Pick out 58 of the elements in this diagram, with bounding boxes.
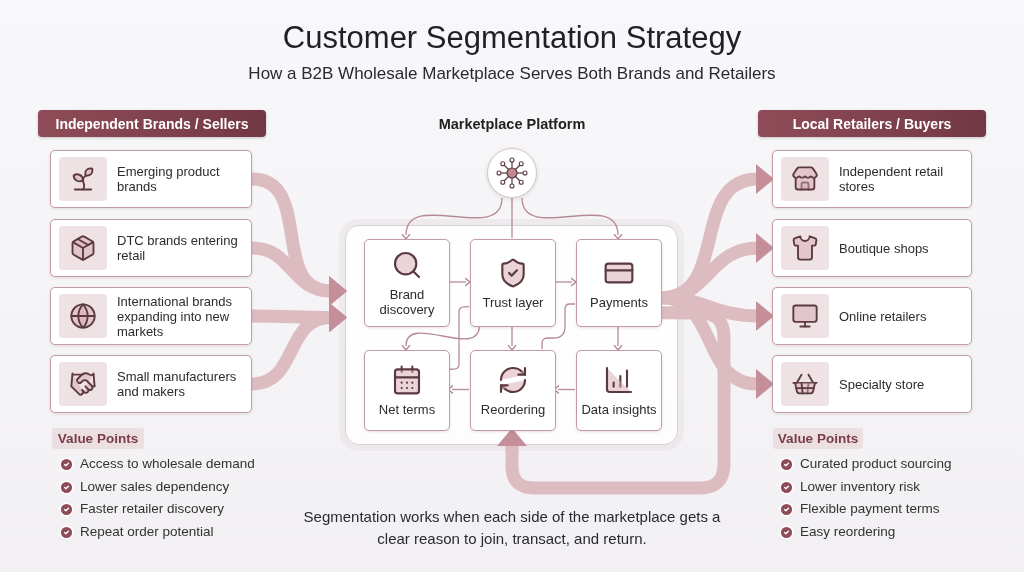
card-text: Specialty store [839, 376, 925, 392]
segment-card [50, 150, 252, 208]
card-text: Online retailers [839, 308, 927, 324]
segment-card [50, 219, 252, 277]
segment-card [50, 355, 252, 413]
card-text: Small manufacturers and makers [117, 369, 238, 399]
feature-box [576, 350, 662, 431]
arrow [507, 325, 517, 351]
platform-panel [345, 225, 678, 445]
bullet-text: Curated product sourcing [800, 456, 952, 471]
bullet-text: Lower sales dependency [80, 479, 230, 494]
box-label: Brand discovery [378, 287, 436, 317]
connector-line [448, 306, 470, 370]
section-header: Independent Brands / Sellers [38, 110, 266, 137]
arrow [401, 197, 503, 240]
arrow [521, 197, 623, 240]
section-tag: Value Points [773, 428, 863, 449]
connector-line [511, 197, 513, 239]
segment-card [50, 287, 252, 345]
feature-box [470, 350, 556, 431]
feature-box [576, 239, 662, 327]
box-label: Payments [590, 294, 648, 310]
box-label: Trust layer [482, 294, 544, 310]
title: Customer Segmentation Strategy [281, 20, 743, 56]
arrow [401, 325, 480, 351]
bullet-text: Faster retailer discovery [80, 501, 225, 516]
card-text: Independent retail stores [839, 164, 945, 194]
hub-circle [487, 148, 537, 198]
feature-box [364, 350, 450, 431]
arrow [448, 277, 471, 287]
segment-card [772, 355, 972, 413]
bullet-text: Repeat order potential [80, 524, 214, 539]
caption: Segmentation works when each side of the marketplace gets a clear reason to join, transact, and return. [302, 507, 722, 549]
feature-box [470, 239, 556, 327]
box-label: Net terms [378, 402, 436, 417]
section-heading: Marketplace Platform [437, 116, 587, 132]
segment-card [772, 287, 972, 345]
section-header: Local Retailers / Buyers [758, 110, 986, 137]
connector-line [541, 303, 576, 350]
card-text: DTC brands entering retail [117, 233, 239, 263]
card-text: Emerging product brands [117, 164, 221, 194]
section-tag: Value Points [52, 428, 144, 449]
card-text: Boutique shops [839, 240, 929, 256]
arrow [613, 325, 623, 351]
bullet-text: Flexible payment terms [800, 501, 940, 516]
arrow [554, 277, 577, 287]
bullet-text: Easy reordering [800, 524, 896, 539]
box-label: Data insights [581, 402, 657, 417]
segment-card [772, 219, 972, 277]
arrow [251, 241, 347, 306]
feature-box [364, 239, 450, 327]
subtitle: How a B2B Wholesale Marketplace Serves Both Brands and Retailers [247, 64, 777, 84]
segment-card [772, 150, 972, 208]
bullet-text: Access to wholesale demand [80, 456, 255, 471]
arrow [497, 306, 731, 495]
bullet-text: Lower inventory risk [800, 479, 921, 494]
card-text: International brands expanding into new markets [117, 293, 233, 339]
box-label: Reordering [480, 402, 546, 417]
